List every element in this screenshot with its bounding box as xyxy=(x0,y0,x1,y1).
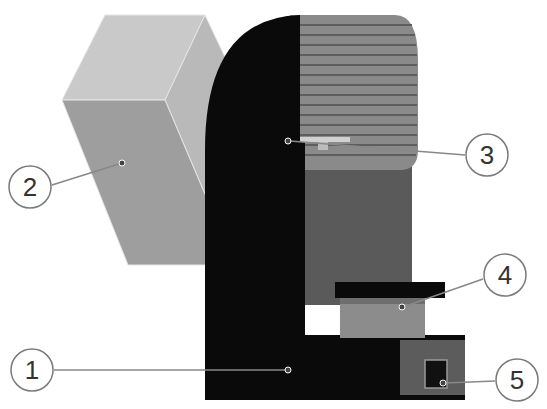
callout-circle: 2 xyxy=(8,165,52,209)
leader-dots xyxy=(119,138,446,386)
callout-number: 5 xyxy=(495,358,539,393)
callout-circle: 4 xyxy=(483,253,527,297)
frame-body xyxy=(205,15,305,400)
callout-circle: 1 xyxy=(10,348,54,392)
base xyxy=(300,335,465,400)
leader-lines xyxy=(52,141,495,383)
callout-number: 2 xyxy=(8,165,52,200)
indenter-plate xyxy=(300,137,350,142)
callout-number: 1 xyxy=(10,348,54,383)
callout-number: 4 xyxy=(483,253,527,288)
head-ribs xyxy=(300,25,417,155)
control-panel xyxy=(400,340,465,395)
anvil-top xyxy=(335,282,445,298)
callout-circle: 5 xyxy=(495,358,539,402)
display xyxy=(425,360,447,388)
callout-circle: 3 xyxy=(465,133,509,177)
callout-number: 3 xyxy=(465,133,509,168)
